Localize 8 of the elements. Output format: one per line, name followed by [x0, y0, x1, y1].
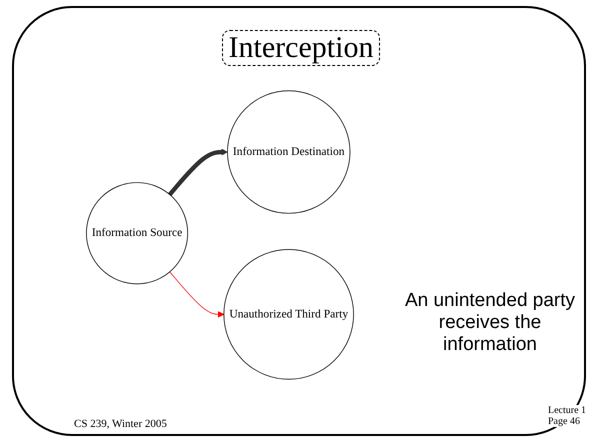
- note-text: An unintended party receives the information: [404, 290, 576, 356]
- arrow: [168, 148, 228, 196]
- page-number: Lecture 1 Page 46: [548, 405, 588, 427]
- node-circle: Unauthorized Third Party: [224, 249, 354, 380]
- arrow: [169, 271, 224, 318]
- title: Interception: [222, 30, 380, 66]
- node-circle: Information Source: [86, 182, 188, 284]
- node-circle: Information Destination: [227, 90, 350, 214]
